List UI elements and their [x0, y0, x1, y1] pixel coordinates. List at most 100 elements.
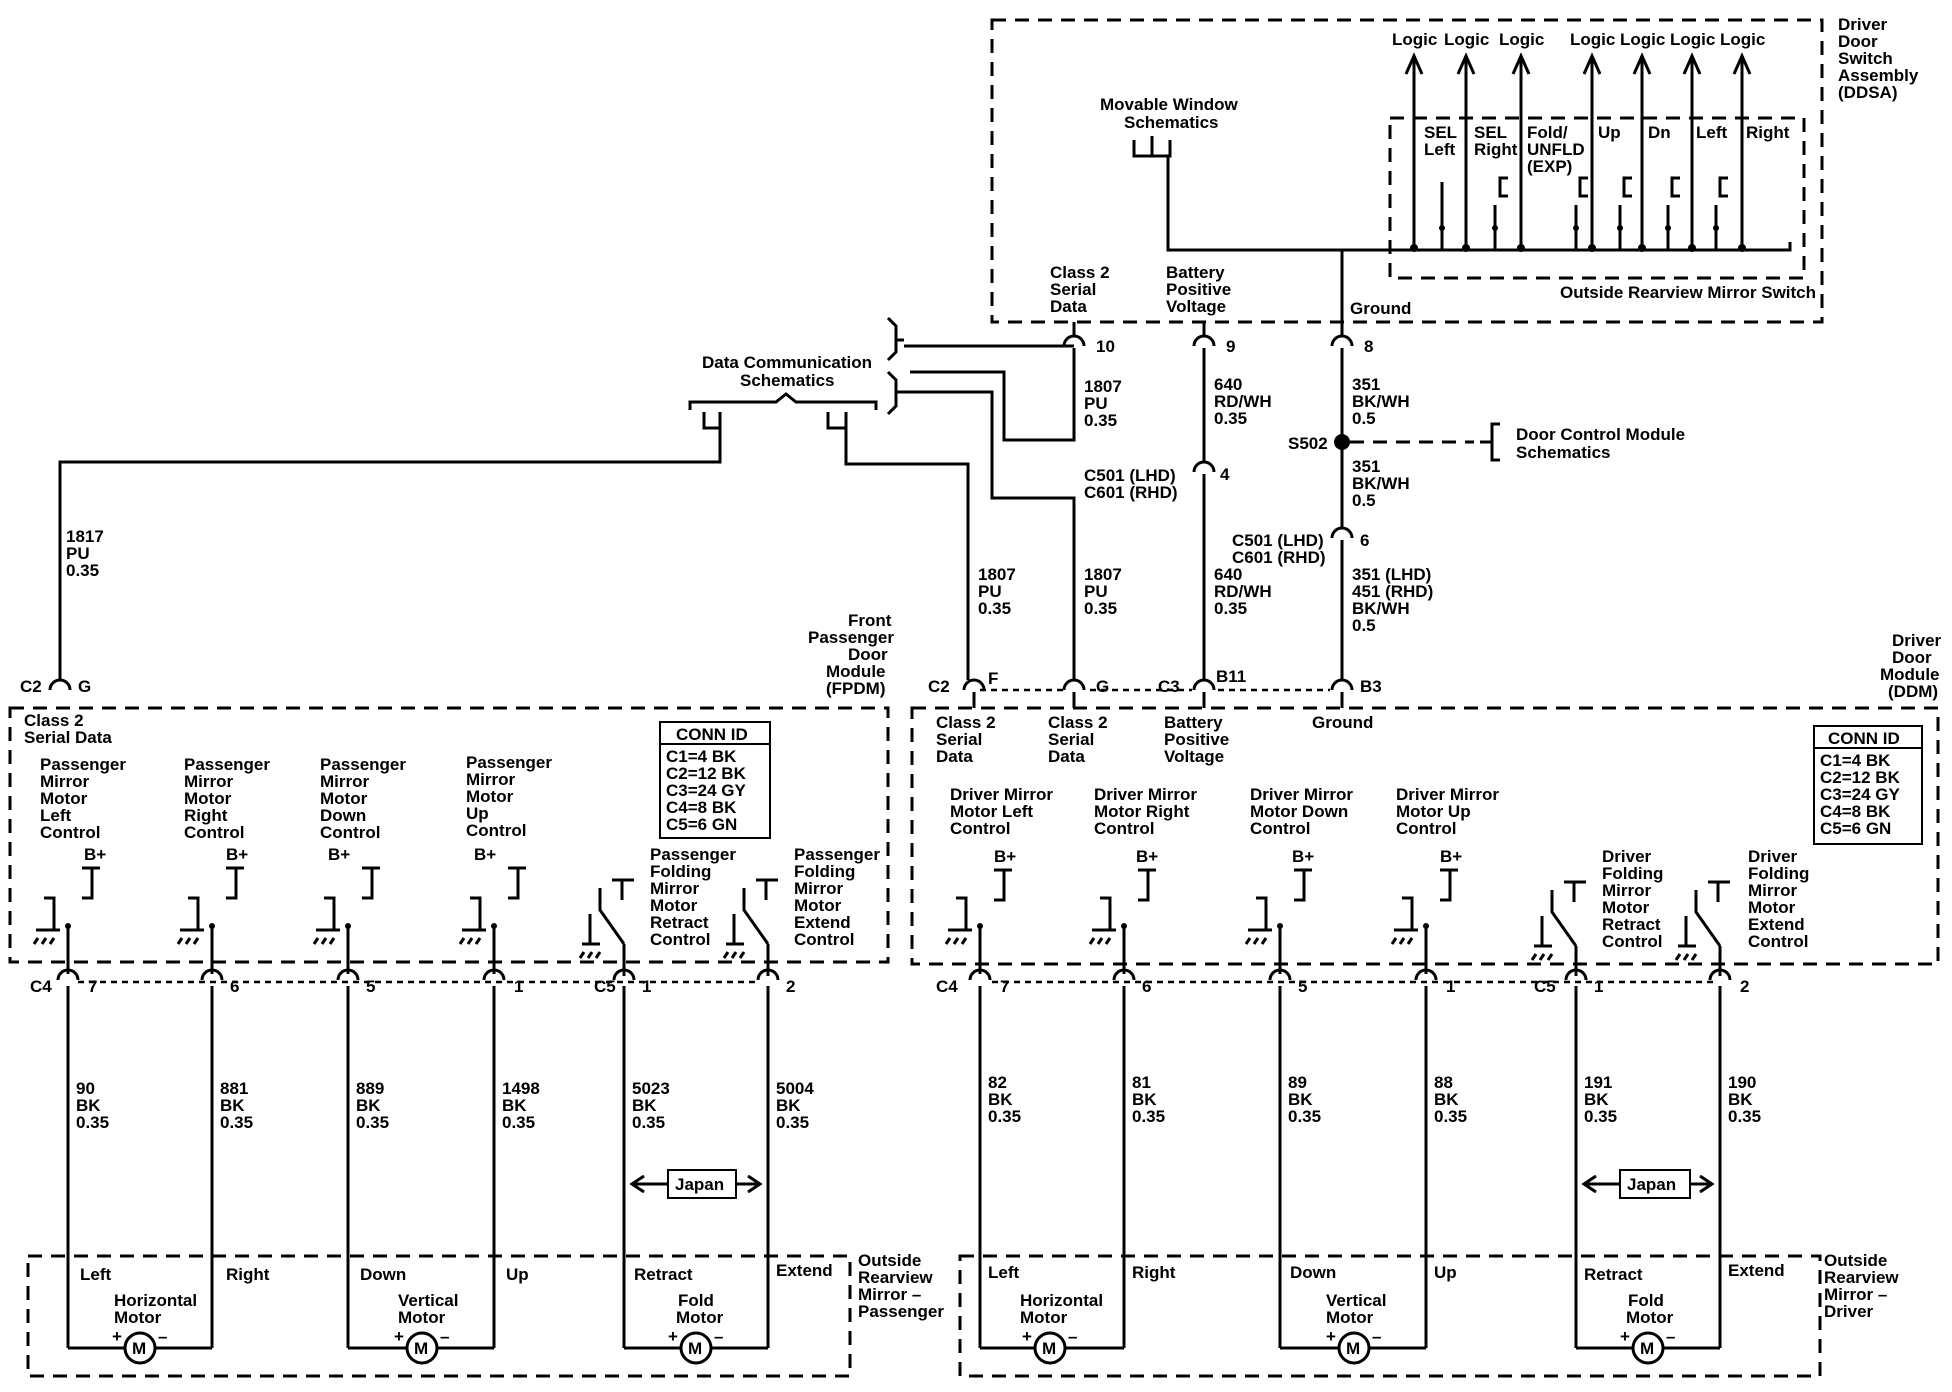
svg-text:0.35: 0.35 [978, 599, 1011, 618]
svg-text:Control: Control [466, 821, 526, 840]
svg-text:Module: Module [1880, 665, 1940, 684]
svg-text:Data: Data [936, 747, 973, 766]
svg-text:1817: 1817 [66, 527, 104, 546]
svg-text:–: – [1666, 1327, 1675, 1346]
connector-icon [968, 968, 992, 981]
connector-icon [1708, 968, 1732, 981]
svg-text:SEL: SEL [1474, 123, 1507, 142]
svg-text:Horizontal: Horizontal [114, 1291, 197, 1310]
svg-text:C501 (LHD): C501 (LHD) [1084, 466, 1176, 485]
svg-text:Motor: Motor [320, 789, 368, 808]
svg-text:Passenger: Passenger [794, 845, 880, 864]
svg-text:Motor: Motor [676, 1308, 724, 1327]
svg-text:BK/WH: BK/WH [1352, 474, 1410, 493]
svg-text:5004: 5004 [776, 1079, 814, 1098]
svg-text:Right: Right [1132, 1263, 1176, 1282]
svg-text:+: + [112, 1327, 122, 1346]
svg-text:0.35: 0.35 [1214, 409, 1247, 428]
logic-arrows [1404, 52, 1752, 248]
svg-text:Mirror: Mirror [40, 772, 90, 791]
svg-text:351: 351 [1352, 457, 1380, 476]
svg-text:CONN ID: CONN ID [676, 725, 748, 744]
svg-text:RD/WH: RD/WH [1214, 582, 1272, 601]
svg-text:Driver: Driver [1824, 1302, 1874, 1321]
brace-icon [688, 392, 878, 410]
svg-text:Voltage: Voltage [1166, 297, 1226, 316]
svg-text:(DDSA): (DDSA) [1838, 83, 1898, 102]
ddm-wire-labels: 82 BK 0.35 81 BK 0.35 89 BK 0.35 88 BK 0… [988, 1073, 1761, 1126]
svg-text:Retract: Retract [1602, 915, 1661, 934]
svg-text:2: 2 [786, 977, 795, 996]
ddsa-box [990, 18, 1824, 324]
reference-bracket-icon [1480, 422, 1500, 462]
svg-text:Control: Control [184, 823, 244, 842]
svg-text:CONN ID: CONN ID [1828, 729, 1900, 748]
svg-text:BK: BK [1584, 1090, 1609, 1109]
connector-icon [612, 968, 636, 981]
svg-text:Folding: Folding [1602, 864, 1663, 883]
svg-text:C2=12 BK: C2=12 BK [666, 764, 747, 783]
svg-text:0.35: 0.35 [1288, 1107, 1321, 1126]
svg-text:Ground: Ground [1350, 299, 1411, 318]
logic-label: Logic [1499, 30, 1544, 49]
svg-text:1498: 1498 [502, 1079, 540, 1098]
svg-text:881: 881 [220, 1079, 248, 1098]
svg-text:Front: Front [848, 611, 892, 630]
svg-text:M: M [1346, 1339, 1360, 1358]
svg-text:BK: BK [1132, 1090, 1157, 1109]
svg-text:Serial Data: Serial Data [24, 728, 112, 747]
svg-text:Motor: Motor [1326, 1308, 1374, 1327]
svg-text:Passenger: Passenger [650, 845, 736, 864]
svg-text:Retract: Retract [634, 1265, 693, 1284]
svg-text:640: 640 [1214, 565, 1242, 584]
logic-label: Logic [1392, 30, 1437, 49]
svg-text:M: M [1042, 1339, 1056, 1358]
svg-text:82: 82 [988, 1073, 1007, 1092]
svg-text:+: + [1620, 1327, 1630, 1346]
svg-text:–: – [440, 1327, 449, 1346]
svg-text:Up: Up [1598, 123, 1621, 142]
svg-text:C5: C5 [1534, 977, 1556, 996]
svg-text:B+: B+ [1440, 847, 1462, 866]
svg-text:Control: Control [794, 930, 854, 949]
svg-text:0.35: 0.35 [1434, 1107, 1467, 1126]
connector-icon [756, 968, 780, 981]
svg-text:Rearview: Rearview [858, 1268, 933, 1287]
svg-text:BK: BK [776, 1096, 801, 1115]
svg-text:Folding: Folding [650, 862, 711, 881]
svg-text:C2: C2 [928, 677, 950, 696]
svg-text:Motor Left: Motor Left [950, 802, 1033, 821]
svg-text:Driver: Driver [1602, 847, 1652, 866]
svg-text:Driver Mirror: Driver Mirror [950, 785, 1053, 804]
svg-text:B+: B+ [84, 845, 106, 864]
svg-text:C1=4 BK: C1=4 BK [1820, 751, 1891, 770]
reference-bracket-icon [1132, 136, 1172, 158]
fpdm-pins: 7 6 5 1 1 2 [56, 968, 795, 996]
svg-text:Extend: Extend [794, 913, 851, 932]
svg-text:90: 90 [76, 1079, 95, 1098]
svg-text:C2=12 BK: C2=12 BK [1820, 768, 1901, 787]
svg-text:BK/WH: BK/WH [1352, 599, 1410, 618]
svg-text:Class 2: Class 2 [1048, 713, 1108, 732]
svg-text:Mirror –: Mirror – [1824, 1285, 1887, 1304]
svg-text:0.5: 0.5 [1352, 491, 1376, 510]
svg-text:C5=6 GN: C5=6 GN [666, 815, 737, 834]
svg-text:Data Communication: Data Communication [702, 353, 872, 372]
svg-text:B+: B+ [1292, 847, 1314, 866]
svg-text:10: 10 [1096, 337, 1115, 356]
svg-text:191: 191 [1584, 1073, 1612, 1092]
connector-icon [1062, 678, 1086, 691]
motor-icon [123, 1331, 157, 1365]
svg-text:Motor Down: Motor Down [1250, 802, 1348, 821]
svg-text:2: 2 [1740, 977, 1749, 996]
svg-text:B+: B+ [474, 845, 496, 864]
svg-text:Mirror: Mirror [466, 770, 516, 789]
svg-text:Schematics: Schematics [1516, 443, 1611, 462]
connector-icon [1414, 968, 1438, 981]
svg-text:Motor: Motor [466, 787, 514, 806]
svg-text:351: 351 [1352, 375, 1380, 394]
svg-text:B+: B+ [1136, 847, 1158, 866]
svg-text:1: 1 [642, 977, 651, 996]
motor-icon [1337, 1331, 1371, 1365]
svg-text:C4=8 BK: C4=8 BK [666, 798, 737, 817]
